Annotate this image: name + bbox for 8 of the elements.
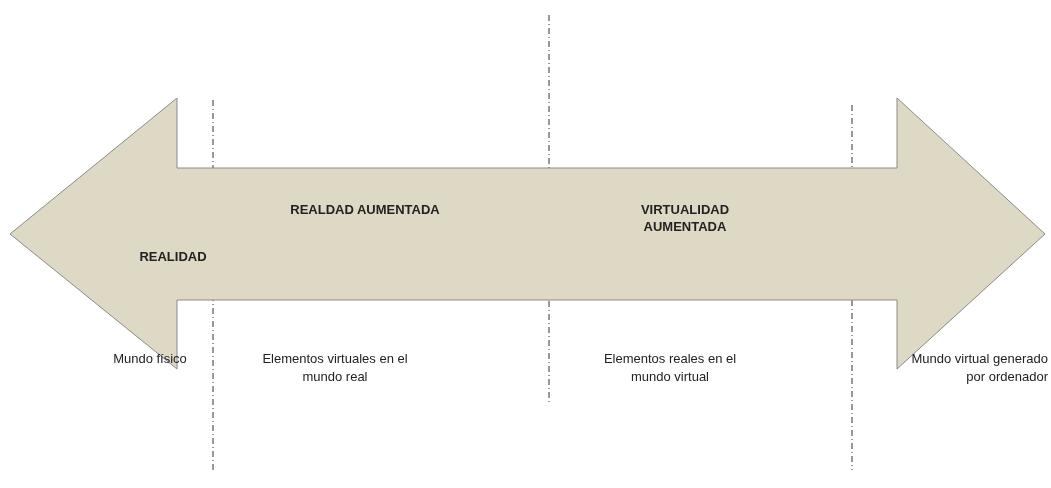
description-text: Mundo virtual generado por ordenador xyxy=(910,350,1048,386)
description-text: Elementos virtuales en el mundo real xyxy=(261,350,409,386)
stage-label: REALIDAD xyxy=(138,248,208,265)
description-text: Mundo físico xyxy=(112,350,188,368)
description-text: Elementos reales en el mundo virtual xyxy=(602,350,738,386)
stage-label: REALDAD AUMENTADA xyxy=(290,201,440,218)
stage-label: VIRTUALIDAD AUMENTADA xyxy=(639,201,731,235)
double-headed-arrow xyxy=(10,98,1046,370)
